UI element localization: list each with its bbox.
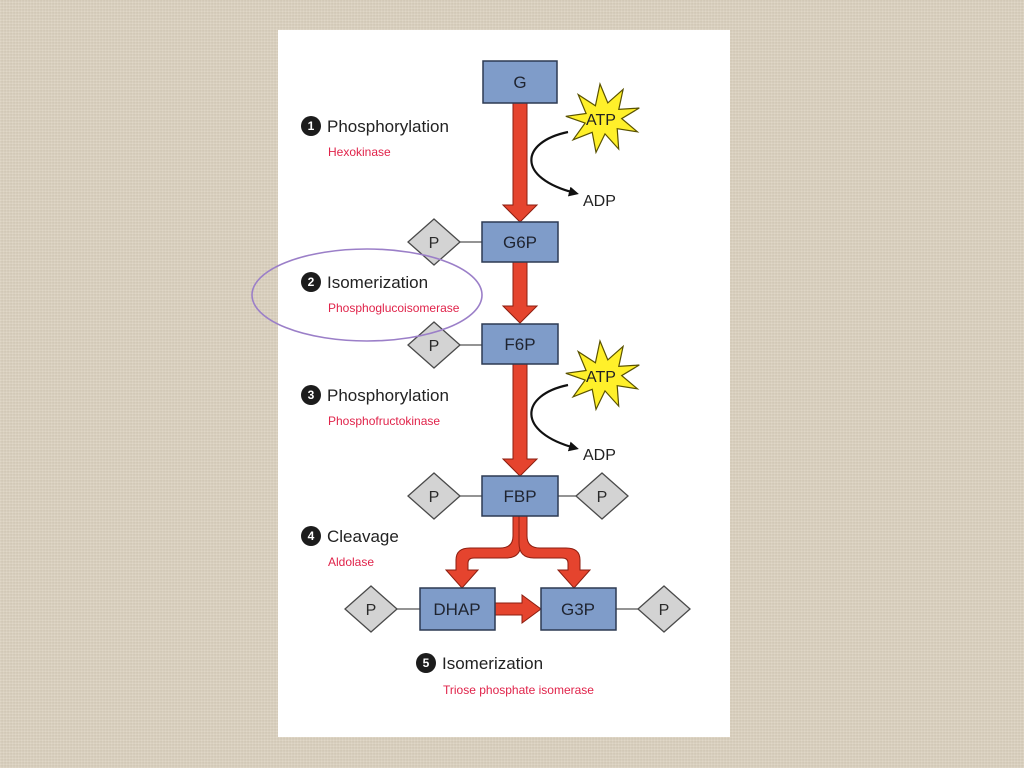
atp-label-1: ATP (586, 112, 616, 129)
atp-star-1: ATP (565, 81, 640, 155)
molecule-box (481, 475, 559, 517)
arrow-fbp-to-dhap (444, 515, 522, 589)
starburst-icon (565, 338, 640, 412)
step-number: 4 (308, 529, 315, 543)
molecule-fbp: FBP (481, 475, 559, 517)
step-name: Cleavage (327, 527, 399, 546)
step-number-badge (416, 653, 436, 673)
molecule-label: G3P (561, 600, 595, 619)
enzyme-name: Phosphofructokinase (328, 414, 440, 428)
phosphate-diamond-icon (344, 585, 398, 633)
molecule-label: FBP (503, 487, 536, 506)
phosphate-label: P (429, 338, 440, 355)
step-1: 1 Phosphorylation Hexokinase (301, 116, 449, 159)
step-name: Phosphorylation (327, 117, 449, 136)
enzyme-name: Aldolase (328, 555, 374, 569)
step-name: Isomerization (327, 273, 428, 292)
step-number: 3 (308, 388, 315, 402)
phosphate-label: P (366, 602, 377, 619)
molecule-f6p: F6P (481, 323, 559, 365)
phosphate-label: P (429, 235, 440, 252)
step-name: Isomerization (442, 654, 543, 673)
molecule-box (481, 323, 559, 365)
molecule-label: F6P (504, 335, 535, 354)
highlight-ellipse (251, 248, 483, 342)
arrow-g-to-g6p (501, 102, 539, 223)
adp-label-2: ADP (583, 447, 616, 464)
molecule-label: G6P (503, 233, 537, 252)
molecule-box (540, 587, 617, 631)
phosphate-diamond-icon (637, 585, 691, 633)
enzyme-name: Triose phosphate isomerase (443, 683, 594, 697)
atp-adp-curve-1 (530, 130, 579, 197)
step-number-badge (301, 116, 321, 136)
phosphate-diamond-icon (575, 472, 629, 520)
step-name: Phosphorylation (327, 386, 449, 405)
molecule-box (419, 587, 496, 631)
molecule-box (482, 60, 558, 104)
molecule-dhap: DHAP (419, 587, 496, 631)
step-4: 4 Cleavage Aldolase (301, 526, 399, 569)
arrow-g6p-to-f6p (501, 259, 539, 324)
step-number-badge (301, 526, 321, 546)
molecule-label: G (513, 73, 526, 92)
molecule-g: G (482, 60, 558, 104)
phosphate-g3p: P (637, 585, 691, 633)
arrow-f6p-to-fbp (501, 357, 539, 477)
step-number: 1 (308, 119, 315, 133)
step-2: 2 Isomerization Phosphoglucoisomerase (301, 272, 460, 315)
step-number-badge (301, 272, 321, 292)
molecule-label: DHAP (433, 600, 480, 619)
phosphate-fbp-right: P (575, 472, 629, 520)
arrow-dhap-to-g3p (494, 594, 542, 624)
atp-adp-curve-2 (530, 383, 579, 452)
arrow-fbp-to-g3p (518, 515, 592, 589)
step-5: 5 Isomerization Triose phosphate isomera… (416, 653, 594, 697)
phosphate-label: P (659, 602, 670, 619)
starburst-icon (565, 81, 640, 155)
atp-label-2: ATP (586, 369, 616, 386)
molecule-g3p: G3P (540, 587, 617, 631)
phosphate-fbp-left: P (407, 472, 461, 520)
atp-star-2: ATP (565, 338, 640, 412)
enzyme-name: Phosphoglucoisomerase (328, 301, 460, 315)
phosphate-diamond-icon (407, 472, 461, 520)
molecule-box (481, 221, 559, 263)
molecule-g6p: G6P (481, 221, 559, 263)
step-number: 2 (308, 275, 315, 289)
step-number: 5 (423, 656, 430, 670)
adp-label-1: ADP (583, 193, 616, 210)
step-number-badge (301, 385, 321, 405)
phosphate-label: P (429, 489, 440, 506)
phosphate-label: P (597, 489, 608, 506)
enzyme-name: Hexokinase (328, 145, 391, 159)
step-3: 3 Phosphorylation Phosphofructokinase (301, 385, 449, 428)
phosphate-dhap: P (344, 585, 398, 633)
